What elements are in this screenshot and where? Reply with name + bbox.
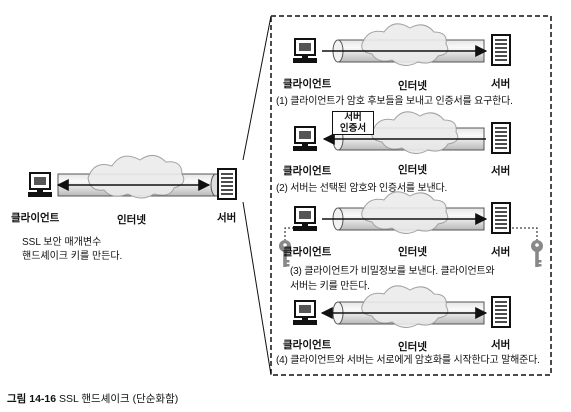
figure-caption-text: SSL 핸드셰이크 (단순화함) [59,393,179,405]
overview-server-icon [217,168,237,200]
step3-caption-line2: 서버는 키를 만든다. [290,281,370,292]
step2-client-label: 클라이언트 [283,165,332,177]
overview-note-line1: SSL 보안 매개변수 [22,237,102,248]
step1-caption: (1) 클라이언트가 암호 후보들을 보내고 인증서를 요구한다. [276,96,513,107]
overview-internet-tube [57,155,222,199]
step3-server-icon [491,202,511,234]
step2-server-label: 서버 [491,165,511,177]
overview-client-label: 클라이언트 [11,212,60,224]
step3-internet-tube [332,191,485,234]
overview-note-line2: 핸드셰이크 키를 만든다. [22,251,123,262]
step4-server-label: 서버 [491,339,511,351]
overview-internet-label: 인터넷 [117,214,146,226]
step4-internet-label: 인터넷 [398,341,427,353]
step3-client-label: 클라이언트 [283,246,332,258]
step1-client-label: 클라이언트 [283,78,332,90]
overview-client-computer-icon [27,172,53,198]
step4-client-label: 클라이언트 [283,339,332,351]
step4-client-computer-icon [292,300,318,326]
server-certificate-badge: 서버 인증서 [332,111,374,135]
step3-internet-label: 인터넷 [398,246,427,258]
server-key-icon [531,240,543,267]
step4-caption: (4) 클라이언트와 서버는 서로에게 암호화를 시작한다고 말해준다. [276,355,540,366]
step2-server-icon [491,122,511,154]
detail-panel [270,15,552,376]
step1-server-icon [491,34,511,66]
figure-caption: 그림 14-16 SSL 핸드셰이크 (단순화함) [7,391,178,406]
step3-caption-line1: (3) 클라이언트가 비밀정보를 보낸다. 클라이언트와 [290,266,495,277]
step1-internet-tube [332,23,485,66]
overview-note: SSL 보안 매개변수 핸드셰이크 키를 만든다. [22,236,122,264]
badge-line1: 서버 [344,112,362,123]
step2-client-computer-icon [292,126,318,152]
step4-server-icon [491,296,511,328]
step1-client-computer-icon [292,38,318,64]
figure-number: 그림 14-16 [7,393,57,405]
badge-line2: 인증서 [339,123,367,134]
zoom-line-top [242,15,272,161]
step2-internet-label: 인터넷 [398,164,427,176]
overview-server-label: 서버 [217,212,237,224]
step4-internet-tube [332,285,485,328]
zoom-line-bottom [242,201,272,376]
step1-server-label: 서버 [491,78,511,90]
step3-client-computer-icon [292,206,318,232]
step3-server-label: 서버 [491,246,511,258]
step1-internet-label: 인터넷 [398,80,427,92]
step2-caption: (2) 서버는 선택된 암호와 인증서를 보낸다. [276,183,448,194]
